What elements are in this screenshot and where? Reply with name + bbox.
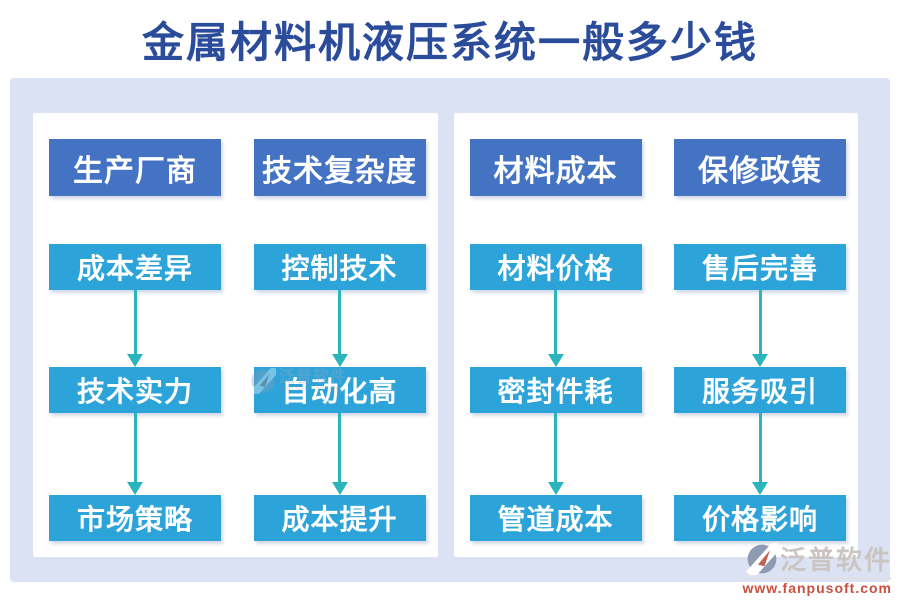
flow-node-item: 控制技术 <box>253 244 426 290</box>
flow-node-item: 服务吸引 <box>674 367 846 413</box>
flow-column-warranty: 保修政策 售后完善 服务吸引 价格影响 <box>674 139 846 557</box>
down-arrow-icon <box>674 290 846 367</box>
down-arrow-icon <box>254 413 426 495</box>
flow-node-header: 保修政策 <box>674 139 846 196</box>
flow-column-tech-complexity: 技术复杂度 控制技术 自动化高 成本提升 <box>253 139 426 557</box>
flow-node-header: 材料成本 <box>469 139 642 196</box>
flow-node-item: 自动化高 <box>253 367 426 413</box>
flow-node-item: 成本差异 <box>49 244 221 290</box>
flow-node-item: 密封件耗 <box>469 367 642 413</box>
fanpu-brand-row: 泛普软件 <box>745 540 892 577</box>
flow-column-material-cost: 材料成本 材料价格 密封件耗 管道成本 <box>469 139 642 557</box>
down-arrow-icon <box>254 290 426 367</box>
flow-column-manufacturer: 生产厂商 成本差异 技术实力 市场策略 <box>49 139 221 557</box>
flow-node-item: 市场策略 <box>49 495 221 541</box>
flow-node-header: 技术复杂度 <box>253 139 426 196</box>
flow-node-header: 生产厂商 <box>49 139 221 196</box>
down-arrow-icon <box>470 413 642 495</box>
down-arrow-icon <box>49 290 221 367</box>
down-arrow-icon <box>49 413 221 495</box>
brand-logo-text: 泛普软件 <box>779 546 892 575</box>
diagram-board: 生产厂商 成本差异 技术实力 市场策略 技术复杂度 控制技术 自动化高 成本提升… <box>10 78 890 582</box>
flow-node-item: 技术实力 <box>49 367 221 413</box>
panel-right: 材料成本 材料价格 密封件耗 管道成本 保修政策 售后完善 服务吸引 价格影响 <box>453 113 858 557</box>
panel-left: 生产厂商 成本差异 技术实力 市场策略 技术复杂度 控制技术 自动化高 成本提升 <box>33 113 438 557</box>
flow-node-item: 售后完善 <box>674 244 846 290</box>
flow-node-item: 成本提升 <box>253 495 426 541</box>
flow-node-item: 价格影响 <box>674 495 846 541</box>
flow-node-item: 材料价格 <box>469 244 642 290</box>
page-title: 金属材料机液压系统一般多少钱 <box>141 20 758 67</box>
fanpu-brand: 泛普软件 www.fanpusoft.com <box>742 540 892 596</box>
down-arrow-icon <box>674 413 846 495</box>
flow-node-item: 管道成本 <box>469 495 642 541</box>
brand-website-text: www.fanpusoft.com <box>742 578 892 596</box>
fanpu-logo-icon <box>745 542 778 575</box>
down-arrow-icon <box>470 290 642 367</box>
